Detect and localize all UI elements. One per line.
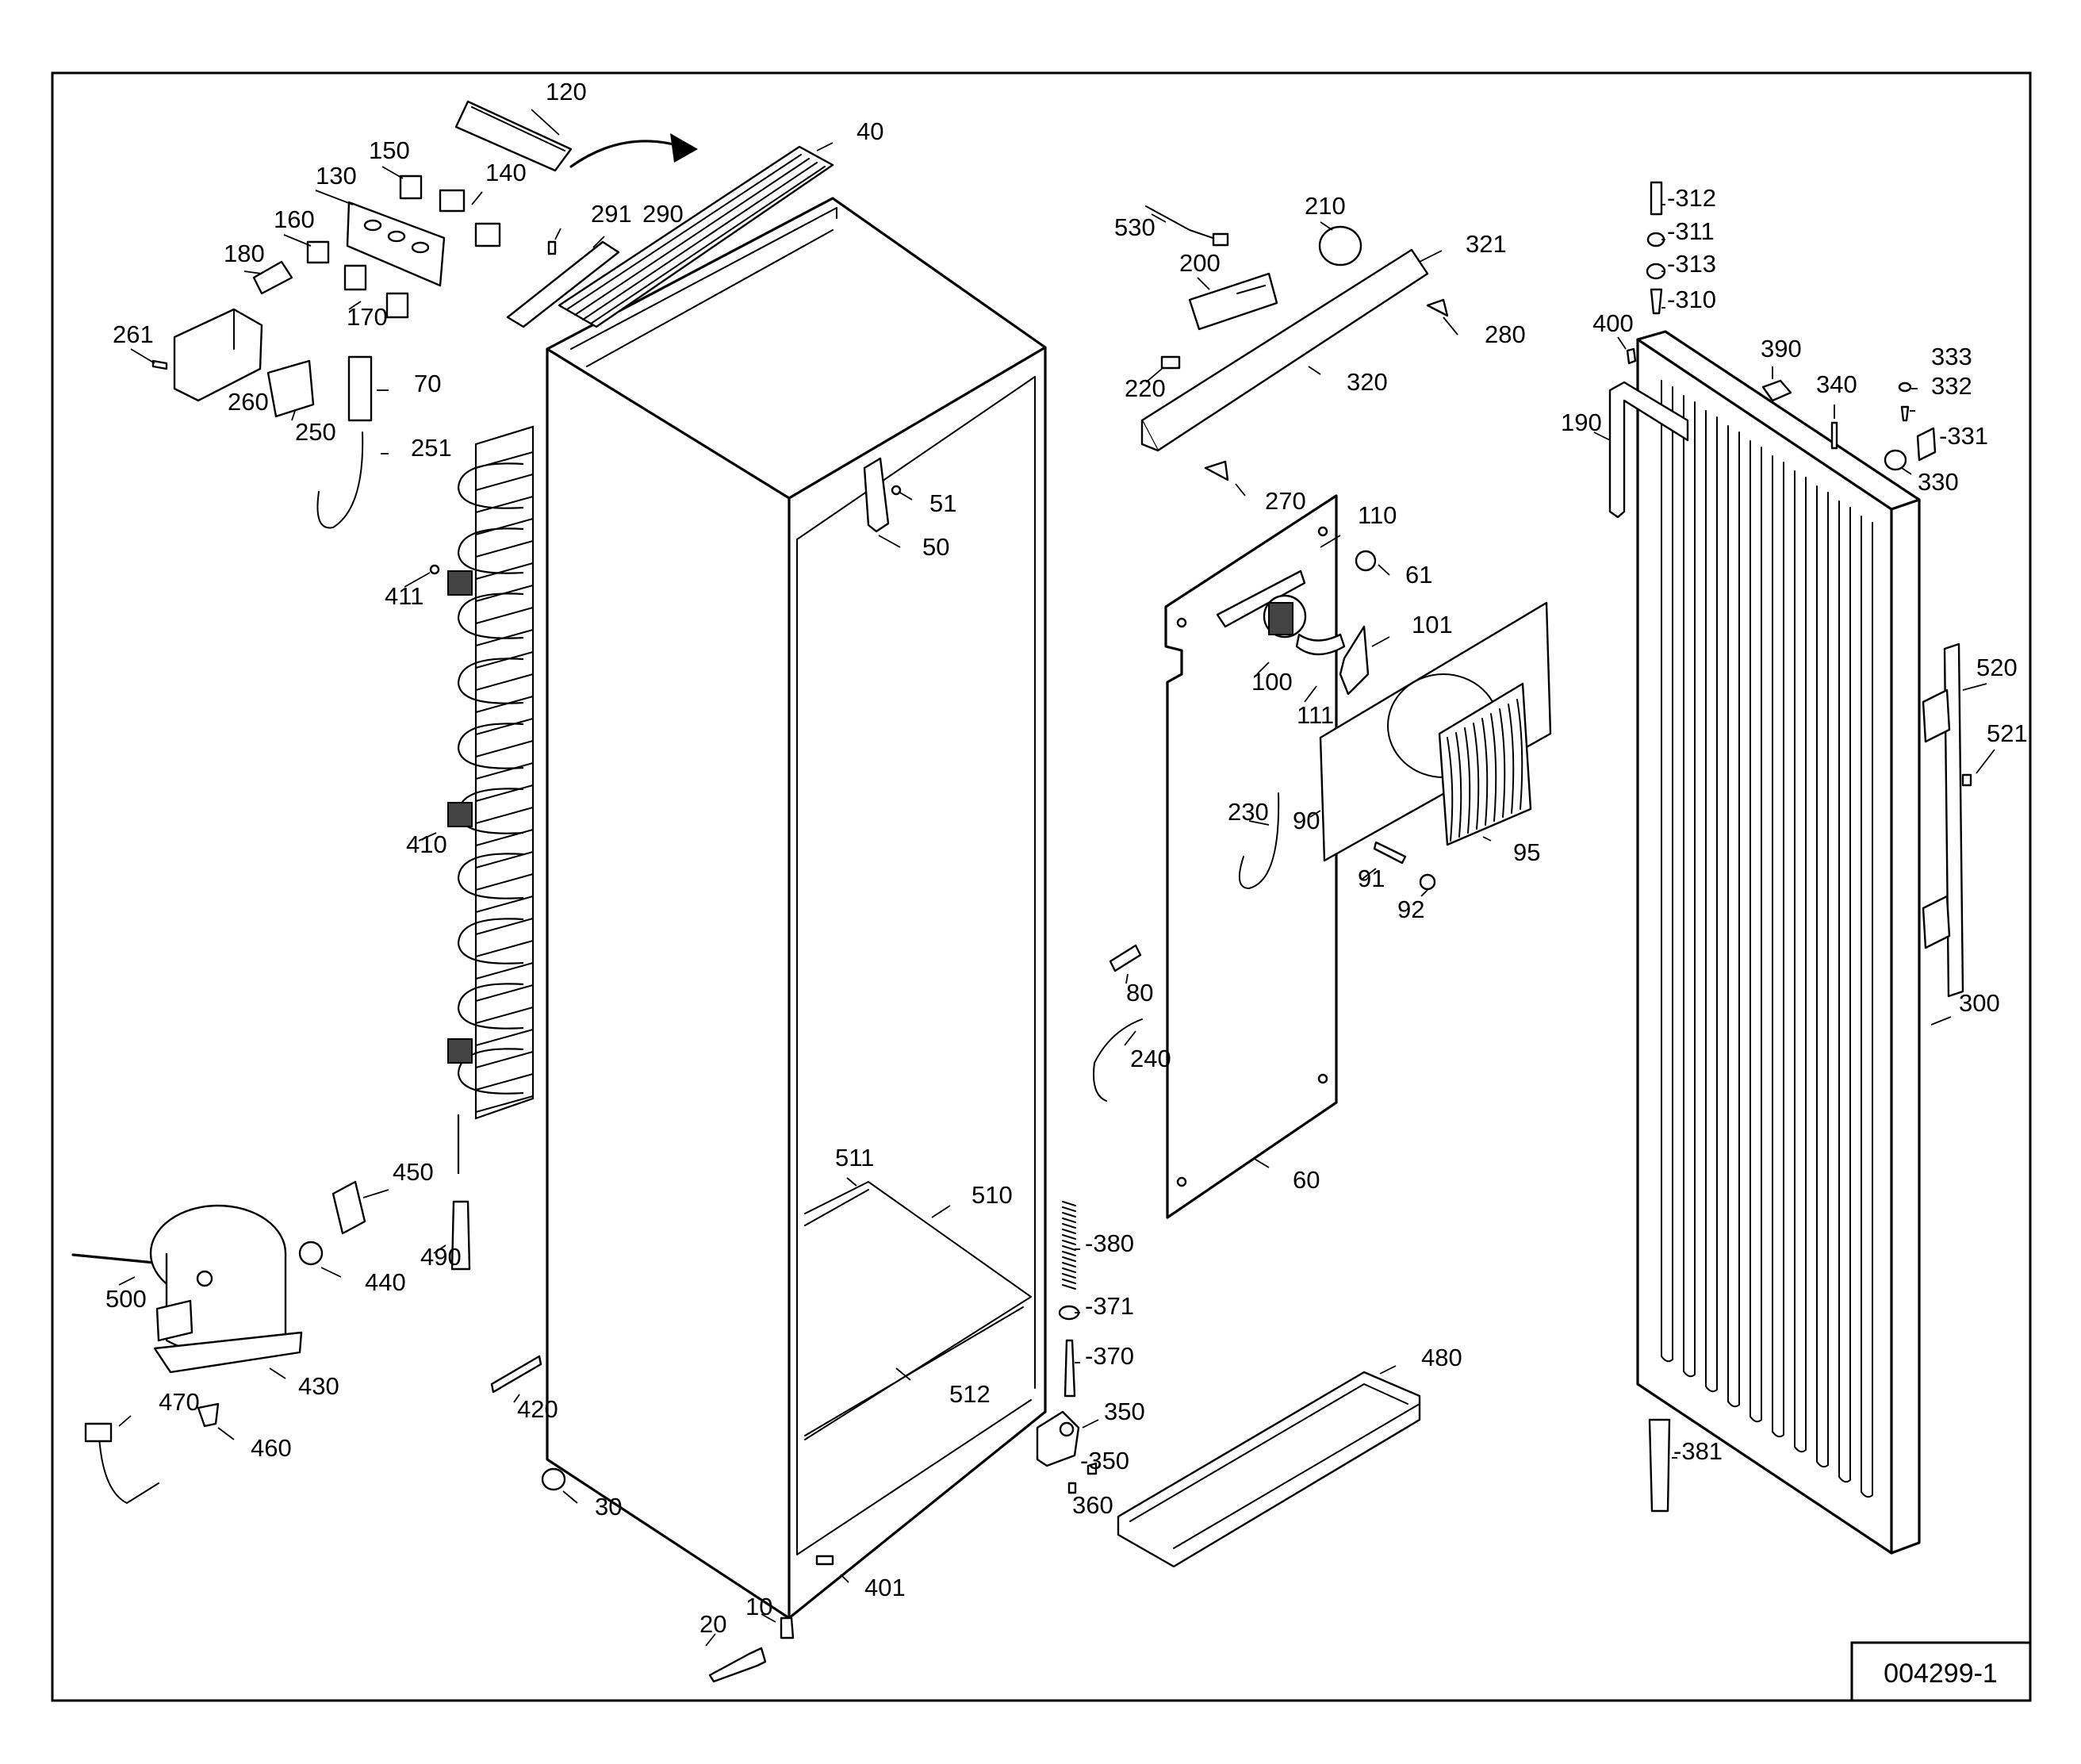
part-label-390: 390 (1761, 335, 1802, 362)
part-label-290: 290 (642, 200, 684, 228)
drawing-frame (51, 71, 2032, 1702)
part-label-30: 30 (595, 1493, 622, 1520)
leader-lines (118, 109, 1995, 1647)
part-label-110: 110 (1358, 501, 1397, 529)
spring-380 (1062, 1201, 1076, 1290)
part-label-400: 400 (1592, 309, 1634, 337)
back-panel-60 (1164, 494, 1338, 1219)
part-label-120: 120 (546, 78, 587, 105)
part-label-331: -331 (1939, 422, 1988, 450)
part-label-200: 200 (1179, 249, 1221, 277)
part-label-90: 90 (1293, 807, 1320, 834)
part-label-333: 333 (1931, 343, 1972, 370)
part-label-111: 111 (1297, 701, 1334, 729)
part-label-160: 160 (274, 205, 315, 233)
part-label-520: 520 (1976, 654, 2018, 681)
part-label-332: 332 (1931, 372, 1972, 400)
drawing-number-box: 004299-1 (1850, 1641, 2030, 1701)
part-label-261: 261 (113, 320, 154, 348)
part-label-250: 250 (295, 418, 336, 446)
part-label-310: -310 (1667, 286, 1716, 313)
part-label-311: -311 (1667, 217, 1715, 245)
part-label-440: 440 (365, 1268, 406, 1296)
part-label-350b: -350 (1080, 1447, 1129, 1474)
part-label-371: -371 (1085, 1292, 1134, 1320)
part-label-511: 511 (835, 1144, 874, 1172)
part-label-251: 251 (411, 434, 452, 462)
part-label-270: 270 (1265, 487, 1306, 515)
part-label-170: 170 (347, 303, 388, 331)
part-label-450: 450 (393, 1158, 434, 1186)
compressor-430 (149, 1204, 303, 1374)
part-label-150: 150 (369, 136, 410, 164)
part-label-210: 210 (1305, 192, 1346, 220)
part-label-70: 70 (414, 370, 441, 397)
part-label-411: 411 (385, 582, 423, 610)
part-label-470: 470 (159, 1388, 200, 1416)
condenser-coil-410 (429, 425, 535, 1174)
part-label-381: -381 (1673, 1437, 1723, 1465)
part-label-340: 340 (1816, 370, 1857, 398)
part-label-80: 80 (1126, 979, 1153, 1007)
part-label-92: 92 (1397, 895, 1424, 923)
part-label-350a: 350 (1104, 1398, 1145, 1425)
part-label-321: 321 (1466, 230, 1507, 258)
part-label-260: 260 (228, 388, 269, 416)
part-label-420: 420 (517, 1395, 558, 1423)
part-label-510: 510 (972, 1181, 1013, 1209)
part-label-130: 130 (316, 162, 357, 190)
part-label-360: 360 (1072, 1491, 1113, 1519)
part-label-51: 51 (929, 489, 956, 517)
drip-tray-480 (1117, 1371, 1421, 1568)
part-label-20: 20 (699, 1610, 726, 1638)
part-label-530: 530 (1114, 213, 1155, 241)
part-label-140: 140 (485, 159, 527, 186)
part-label-313: -313 (1667, 250, 1716, 278)
part-label-240: 240 (1130, 1045, 1171, 1072)
part-label-380: -380 (1085, 1229, 1134, 1257)
part-label-410: 410 (406, 830, 447, 858)
part-label-300: 300 (1959, 989, 2000, 1017)
part-label-101: 101 (1412, 611, 1453, 638)
part-label-91: 91 (1358, 865, 1385, 892)
part-label-500: 500 (105, 1285, 147, 1313)
part-label-60: 60 (1293, 1166, 1320, 1194)
fan-grille-95 (1438, 682, 1532, 846)
door-300 (1636, 330, 1921, 1555)
part-label-280: 280 (1485, 320, 1526, 348)
part-label-50: 50 (922, 533, 949, 561)
part-label-10: 10 (745, 1593, 772, 1620)
part-label-460: 460 (251, 1434, 292, 1462)
drawing-number: 004299-1 (1884, 1659, 1998, 1689)
part-label-320: 320 (1347, 368, 1388, 396)
part-label-190: 190 (1561, 408, 1602, 436)
cabinet-body (546, 197, 1047, 1620)
part-label-95: 95 (1513, 838, 1540, 866)
part-label-330: 330 (1918, 468, 1959, 496)
part-label-291: 291 (591, 200, 632, 228)
part-label-480: 480 (1421, 1344, 1462, 1371)
part-label-61: 61 (1405, 561, 1432, 589)
arrow-head (670, 133, 698, 163)
part-label-220: 220 (1125, 374, 1166, 402)
top-cover-40 (558, 145, 834, 328)
part-label-40: 40 (857, 117, 883, 145)
part-label-312: -312 (1667, 184, 1716, 212)
part-label-401: 401 (864, 1574, 906, 1601)
part-label-180: 180 (224, 240, 265, 267)
part-label-521: 521 (1987, 719, 2028, 747)
part-label-430: 430 (298, 1372, 339, 1400)
part-label-370: -370 (1085, 1342, 1134, 1370)
part-label-512: 512 (949, 1380, 991, 1408)
part-label-490: 490 (420, 1243, 462, 1271)
part-label-100: 100 (1251, 668, 1293, 696)
part-label-230: 230 (1228, 798, 1269, 826)
